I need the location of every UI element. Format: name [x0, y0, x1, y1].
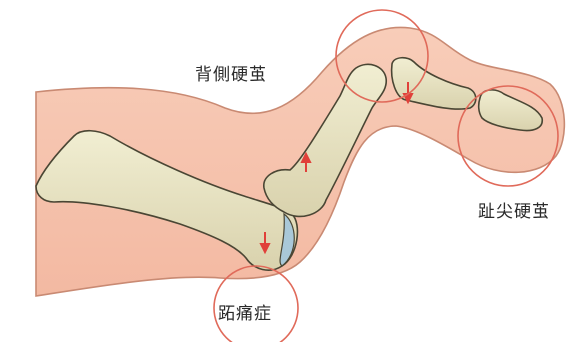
tip-callus-label: 趾尖硬茧 [478, 197, 550, 222]
dorsal-callus-label: 背側硬茧 [195, 60, 267, 85]
metatarsalgia-label: 跖痛症 [218, 299, 272, 324]
